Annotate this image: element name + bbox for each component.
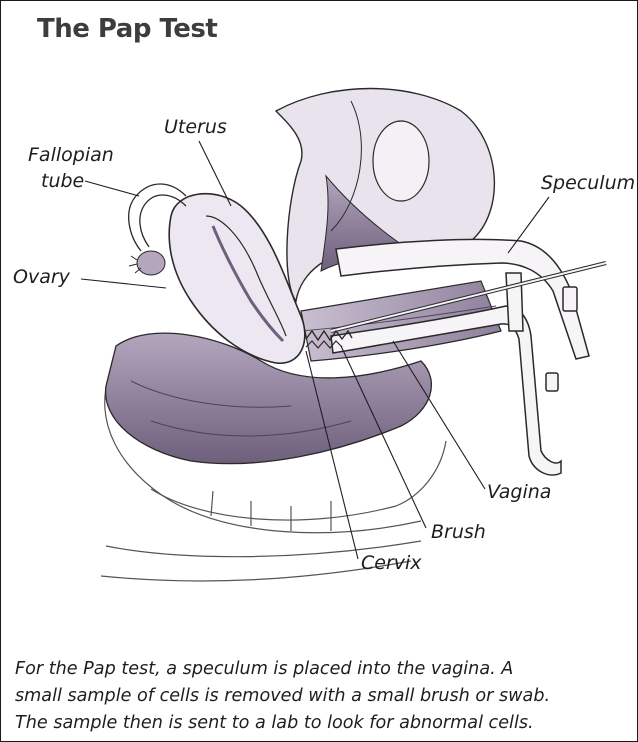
caption-line-1: For the Pap test, a speculum is placed i…	[15, 656, 629, 683]
leader-fallopian	[85, 181, 139, 196]
label-vagina: Vagina	[487, 481, 551, 503]
anatomy-illustration: Uterus Fallopian tube Ovary Speculum Vag…	[1, 1, 637, 641]
label-cervix: Cervix	[361, 552, 422, 574]
caption-line-2: small sample of cells is removed with a …	[15, 683, 629, 710]
ovary	[129, 251, 165, 275]
label-brush: Brush	[431, 521, 486, 543]
label-fallopian-line2: tube	[41, 170, 84, 192]
caption-line-3: The sample then is sent to a lab to look…	[15, 710, 629, 737]
label-speculum: Speculum	[541, 172, 635, 194]
figure-caption: For the Pap test, a speculum is placed i…	[15, 656, 629, 737]
leader-ovary	[81, 279, 166, 288]
label-fallopian-line1: Fallopian	[28, 144, 114, 166]
label-uterus: Uterus	[164, 116, 227, 138]
label-ovary: Ovary	[13, 266, 71, 288]
